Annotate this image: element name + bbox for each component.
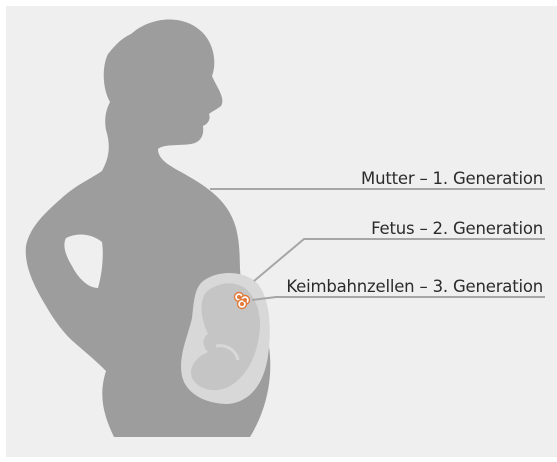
label-germ-cells-generation: Keimbahnzellen – 3. Generation — [286, 277, 543, 296]
leader-line-germ — [252, 297, 545, 300]
label-mother-generation: Mutter – 1. Generation — [361, 169, 543, 188]
diagram-canvas: Mutter – 1. Generation Fetus – 2. Genera… — [6, 6, 557, 457]
label-fetus-generation: Fetus – 2. Generation — [371, 219, 543, 238]
leader-line-fetus — [254, 239, 545, 281]
